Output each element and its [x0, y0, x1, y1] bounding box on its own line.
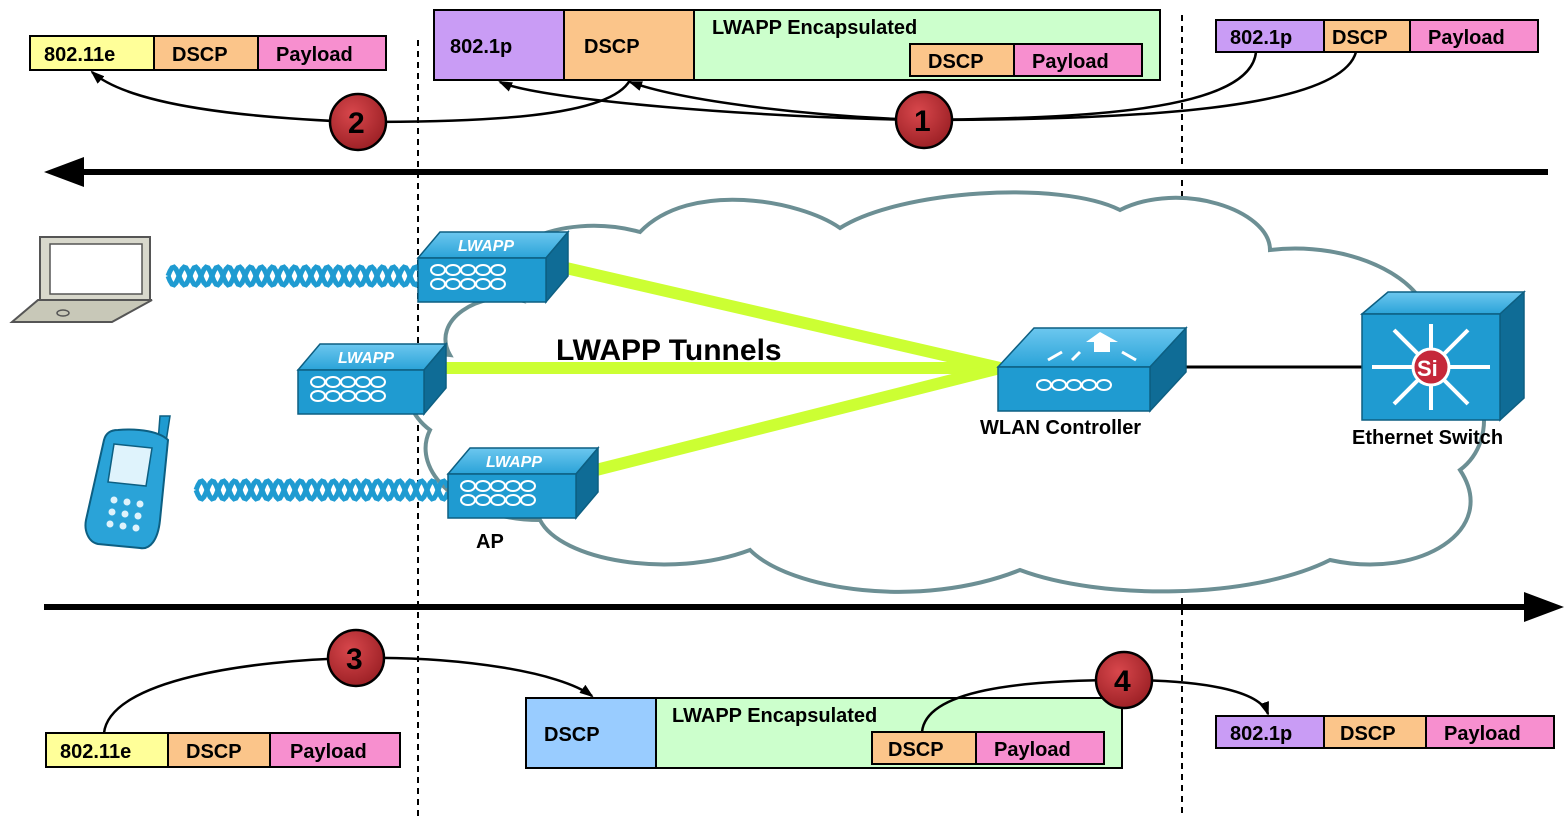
field-inner-dscp: DSCP [888, 739, 944, 761]
svg-text:4: 4 [1114, 665, 1131, 698]
lwapp-encapsulated-label: LWAPP Encapsulated [712, 17, 917, 39]
svg-text:1: 1 [914, 105, 931, 138]
device-port-loop [370, 390, 386, 402]
header-bottom-center: DSCP LWAPP Encapsulated DSCP Payload [525, 697, 1123, 769]
device-port-loop [520, 494, 536, 506]
controller-label: WLAN Controller [980, 417, 1141, 439]
field-802-1p: 802.1p [1230, 723, 1292, 745]
field-dscp: DSCP [186, 741, 242, 763]
wireless-signal-icon [165, 264, 451, 502]
field-payload: Payload [276, 44, 353, 66]
header-top-center: 802.1p DSCP LWAPP Encapsulated DSCP Payl… [433, 9, 1161, 81]
field-dscp: DSCP [584, 36, 640, 58]
field-dscp: DSCP [1340, 723, 1396, 745]
access-point-icon: LWAPP [416, 229, 570, 305]
step-badge-3: 3 [326, 628, 386, 688]
svg-text:LWAPP: LWAPP [458, 238, 514, 255]
header-bottom-left: 802.11e DSCP Payload [45, 732, 401, 768]
switch-si-badge: Si [1417, 356, 1438, 381]
device-port-loop [520, 480, 536, 492]
svg-text:2: 2 [348, 107, 365, 140]
field-outer-dscp: DSCP [544, 724, 600, 746]
field-802-1p: 802.1p [1230, 27, 1292, 49]
device-port-loop [490, 278, 506, 290]
svg-text:LWAPP: LWAPP [486, 454, 542, 471]
device-port-loop [1096, 379, 1112, 391]
field-payload: Payload [290, 741, 367, 763]
cloud-icon [406, 190, 1486, 594]
header-top-left: 802.11e DSCP Payload [29, 35, 387, 71]
field-802-11e: 802.11e [60, 741, 131, 763]
field-payload: Payload [1428, 27, 1505, 49]
svg-text:3: 3 [346, 643, 363, 676]
ethernet-switch-icon: Si [1359, 290, 1526, 422]
tunnels-label: LWAPP Tunnels [556, 334, 782, 367]
device-port-loop [490, 264, 506, 276]
step-badge-4: 4 [1094, 650, 1154, 710]
header-top-right: 802.1p DSCP Payload [1215, 19, 1539, 53]
field-inner-payload: Payload [994, 739, 1071, 761]
svg-text:LWAPP: LWAPP [338, 350, 394, 367]
field-payload: Payload [1444, 723, 1521, 745]
access-point-icon: LWAPP [446, 445, 600, 521]
laptop-icon [9, 236, 153, 323]
field-inner-payload: Payload [1032, 51, 1109, 73]
lwapp-tunnels [442, 262, 1002, 476]
field-dscp: DSCP [1332, 27, 1388, 49]
wlan-controller-icon [996, 326, 1188, 413]
field-802-11e: 802.11e [44, 44, 115, 66]
lwapp-encapsulated-label: LWAPP Encapsulated [672, 705, 877, 727]
arrow-left-icon [44, 157, 1548, 187]
header-bottom-right: 802.1p DSCP Payload [1215, 715, 1555, 749]
field-inner-dscp: DSCP [928, 51, 984, 73]
field-dscp: DSCP [172, 44, 228, 66]
phone-icon [84, 415, 171, 550]
switch-label: Ethernet Switch [1352, 427, 1503, 449]
device-port-loop [370, 376, 386, 388]
ap-label: AP [476, 531, 504, 553]
step-badge-1: 1 [894, 90, 954, 150]
step-badge-2: 2 [328, 92, 388, 152]
arrow-right-icon [44, 592, 1564, 622]
field-802-1p: 802.1p [450, 36, 512, 58]
access-point-icon: LWAPP [296, 341, 448, 417]
